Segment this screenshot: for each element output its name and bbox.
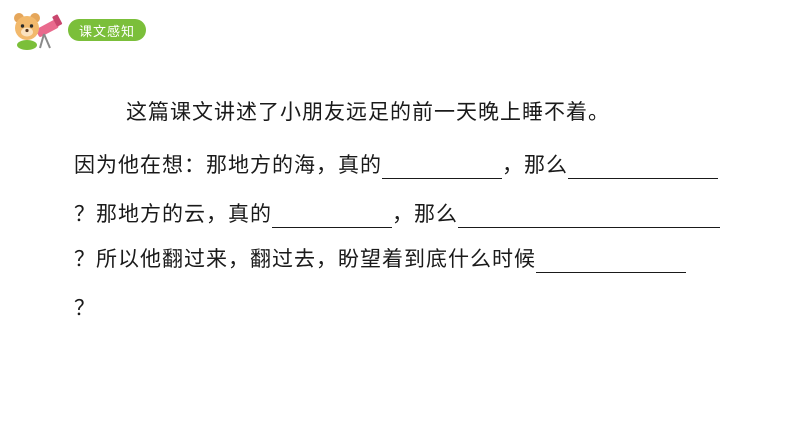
text-line-2: 因为他在想：那地方的海，真的 ，那么 — [74, 149, 718, 179]
text-segment: ？所以他翻过来，翻过去，盼望着到底什么时候 — [74, 247, 536, 271]
text-line-4: ？所以他翻过来，翻过去，盼望着到底什么时候 — [74, 243, 686, 273]
text-line-3: ？那地方的云，真的 ，那么 — [74, 198, 720, 228]
answer-blank[interactable] — [458, 205, 720, 228]
section-badge: 课文感知 — [68, 19, 147, 41]
text-segment: ？ — [74, 296, 96, 320]
text-segment: 因为他在想：那地方的海，真的 — [74, 153, 382, 177]
text-line-5: ？ — [74, 292, 96, 322]
text-line-1: 这篇课文讲述了小朋友远足的前一天晚上睡不着。 — [126, 96, 610, 126]
text-segment: ？那地方的云，真的 — [74, 202, 272, 226]
text-segment: ，那么 — [392, 202, 458, 226]
answer-blank[interactable] — [382, 156, 502, 179]
answer-blank[interactable] — [568, 156, 718, 179]
text-segment: 这篇课文讲述了小朋友远足的前一天晚上睡不着。 — [126, 100, 610, 124]
answer-blank[interactable] — [272, 205, 392, 228]
text-segment: ，那么 — [502, 153, 568, 177]
section-header: 课文感知 — [10, 10, 147, 50]
bear-telescope-icon — [10, 10, 64, 50]
answer-blank[interactable] — [536, 250, 686, 273]
